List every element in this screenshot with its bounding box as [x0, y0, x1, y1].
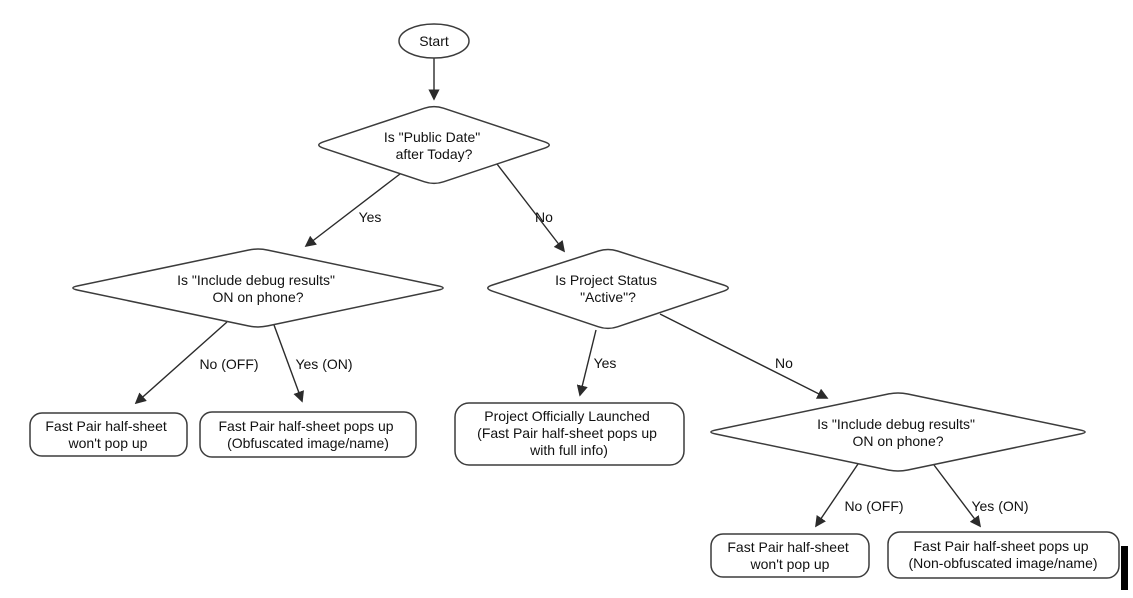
decision-label: Is Project Status "Active"? — [555, 272, 661, 305]
decision-diamond — [318, 105, 550, 185]
node-popup-non-obfuscated: Fast Pair half-sheet pops up (Non-obfusc… — [887, 531, 1120, 579]
start-label: Start — [419, 33, 449, 49]
flowchart-edge-labels: Yes No No (OFF) Yes (ON) Yes No No (OFF)… — [199, 209, 1028, 514]
edge-label-yes-status: Yes — [594, 355, 617, 371]
node-no-popup-left: Fast Pair half-sheet won't pop up — [29, 412, 188, 457]
edge-label-no-status: No — [775, 355, 793, 371]
flowchart-edges — [134, 58, 982, 528]
edge-label-yes-on-left: Yes (ON) — [295, 356, 352, 372]
edge-debug-right-yes-on — [933, 464, 982, 528]
decision-diamond — [487, 248, 729, 330]
edge-status-no — [659, 313, 829, 399]
terminal-box — [199, 411, 417, 458]
terminal-box — [710, 533, 870, 578]
edge-debug-right-no-off — [815, 463, 859, 528]
node-q-status: Is Project Status "Active"? — [487, 248, 729, 330]
edge-label-yes-public: Yes — [359, 209, 382, 225]
node-no-popup-right: Fast Pair half-sheet won't pop up — [710, 533, 870, 578]
terminal-label: Fast Pair half-sheet won't pop up — [45, 418, 170, 451]
node-q-debug-right: Is "Include debug results" ON on phone? — [710, 392, 1086, 472]
edge-public-date-no — [496, 163, 566, 253]
edge-debug-left-yes-on — [273, 324, 304, 403]
terminal-box — [29, 412, 188, 457]
edge-public-date-yes — [304, 173, 401, 248]
edge-label-yes-on-right: Yes (ON) — [971, 498, 1028, 514]
node-launched: Project Officially Launched (Fast Pair h… — [454, 402, 685, 466]
node-q-public-date: Is "Public Date" after Today? — [318, 105, 550, 185]
terminal-box — [887, 531, 1120, 579]
edge-label-no-public: No — [535, 209, 553, 225]
terminal-box — [454, 402, 685, 466]
edge-status-yes — [576, 329, 597, 397]
start-oval — [398, 23, 470, 59]
decision-label: Is "Public Date" after Today? — [384, 129, 484, 162]
terminal-label: Fast Pair half-sheet pops up (Non-obfusc… — [908, 538, 1097, 571]
edge-debug-left-no-off — [134, 321, 228, 405]
edge-label-no-off-left: No (OFF) — [199, 356, 258, 372]
decision-diamond — [72, 248, 444, 328]
decision-label: Is "Include debug results" ON on phone? — [177, 272, 339, 305]
text-cursor-artifact — [1121, 546, 1128, 590]
node-q-debug-left: Is "Include debug results" ON on phone? — [72, 248, 444, 328]
terminal-label: Fast Pair half-sheet won't pop up — [727, 539, 852, 572]
decision-label: Is "Include debug results" ON on phone? — [817, 416, 979, 449]
terminal-label: Project Officially Launched (Fast Pair h… — [477, 408, 661, 458]
decision-diamond — [710, 392, 1086, 472]
edge-label-no-off-right: No (OFF) — [844, 498, 903, 514]
node-start: Start — [398, 23, 470, 59]
terminal-label: Fast Pair half-sheet pops up (Obfuscated… — [219, 418, 398, 451]
node-popup-obfuscated: Fast Pair half-sheet pops up (Obfuscated… — [199, 411, 417, 458]
